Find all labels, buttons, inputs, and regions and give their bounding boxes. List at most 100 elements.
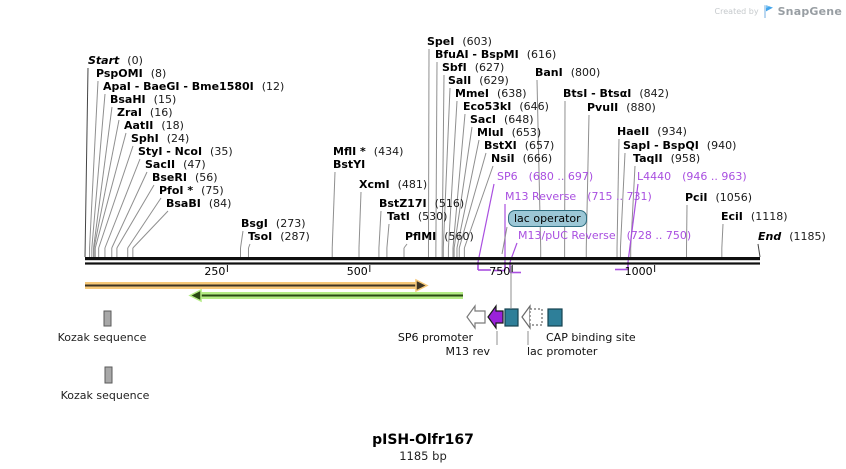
enzyme-label[interactable]: PfoI * (75) [159,184,224,197]
enzyme-name: SbfI [442,61,467,74]
sp6-promoter-label[interactable]: SP6 promoter [397,331,473,344]
cap-binding-site-label[interactable]: CAP binding site [546,331,636,344]
ruler-number: 500 [346,265,368,278]
enzyme-position: (616) [526,48,557,61]
enzyme-connector [89,80,99,249]
enzyme-label[interactable]: BanI(800) [535,66,600,79]
enzyme-label[interactable]: BsaBI(84) [166,197,231,210]
kozak-sequence-glyph[interactable] [103,310,112,327]
enzyme-label[interactable]: ZraI(16) [117,106,173,119]
enzyme-label[interactable]: BstZ17I(516) [379,197,464,210]
enzyme-label[interactable]: HaeII(934) [617,125,687,138]
lac-promoter-label[interactable]: lac promoter [527,345,598,358]
enzyme-connector [458,152,487,249]
enzyme-connector [127,197,162,249]
enzyme-name: SpeI [427,35,455,48]
enzyme-name: PfoI * [159,184,194,197]
enzyme-position: (958) [670,152,701,165]
enzyme-label[interactable]: PflMI (560) [405,230,474,243]
enzyme-label[interactable]: BstXI(657) [484,139,554,152]
m13-rev-glyph[interactable] [487,304,504,330]
cap-binding-site-glyph[interactable] [547,308,563,327]
enzyme-position: (287) [280,230,310,243]
enzyme-label[interactable]: BsaHI(15) [110,93,176,106]
enzyme-label[interactable]: TaqII (958) [633,152,700,165]
enzyme-connector [456,139,480,249]
enzyme-label[interactable]: Start(0) [88,54,143,67]
kozak-sequence-label[interactable]: Kozak sequence [57,331,147,344]
primer-name: SP6 [497,170,518,183]
enzyme-connector [331,171,336,249]
lac-promoter-glyph[interactable] [529,308,543,326]
enzyme-label[interactable]: BfuAI - BspMI(616) [435,48,556,61]
primer-range: (946 .. 963) [682,170,747,183]
enzyme-label[interactable]: PciI(1056) [685,191,752,204]
enzyme-label[interactable]: SbfI(627) [442,61,504,74]
enzyme-label[interactable]: StyI - NcoI(35) [138,145,233,158]
enzyme-connector [442,87,451,249]
enzyme-connector [619,152,626,249]
enzyme-label[interactable]: XcmI(481) [359,178,427,191]
enzyme-label[interactable]: ApaI - BaeGI - Bme1580I(12) [103,80,284,93]
primer-label[interactable]: SP6(680 .. 697) [497,170,593,183]
enzyme-label[interactable]: PspOMI(8) [96,67,166,80]
enzyme-label[interactable]: BtsI - BtsαI(842) [563,87,669,100]
enzyme-label[interactable]: SacII(47) [145,158,206,171]
enzyme-label[interactable]: AatII(18) [124,119,184,132]
lac-operator-connector [501,226,508,255]
sequence-line[interactable] [85,257,760,261]
sequence-line[interactable] [85,262,760,265]
enzyme-label[interactable]: SphI(24) [131,132,189,145]
enzyme-position: (653) [511,126,542,139]
enzyme-name: Eco53kI [463,100,512,113]
enzyme-position: (560) [444,230,474,243]
enzyme-label[interactable]: NsiI(666) [491,152,552,165]
enzyme-position: (603) [462,35,492,48]
enzyme-name: MflI * [333,145,366,158]
snapgene-brand-text: SnapGene [777,5,842,18]
enzyme-label[interactable]: BsgI(273) [241,217,306,230]
enzyme-position: (75) [201,184,224,197]
kozak-sequence-glyph[interactable] [104,366,113,384]
kozak-sequence-label[interactable]: Kozak sequence [60,389,150,402]
lac-operator-glyph[interactable] [504,308,519,327]
primer-label[interactable]: M13 Reverse(715 .. 731) [505,190,652,203]
orf-arrow-reverse-head[interactable] [188,288,202,303]
enzyme-label[interactable]: MflI *(434)BstYI [333,145,403,171]
enzyme-position: (18) [161,119,184,132]
enzyme-name: SacI [470,113,496,126]
enzyme-name: End [758,230,782,243]
enzyme-label[interactable]: SalI(629) [448,74,509,87]
lac-promoter-glyph[interactable] [521,304,531,330]
enzyme-name: SalI [448,74,472,87]
lac-operator-label[interactable]: lac operator [508,210,587,227]
enzyme-label[interactable]: MluI(653) [477,126,541,139]
enzyme-label[interactable]: TsoI(287) [248,230,310,243]
enzyme-connector [463,165,494,249]
enzyme-connector [403,243,408,249]
enzyme-label[interactable]: SapI - BspQI(940) [623,139,736,152]
enzyme-connector [452,113,466,249]
enzyme-label[interactable]: SacI(648) [470,113,534,126]
enzyme-label[interactable]: SpeI (603) [427,35,492,48]
enzyme-name: TaqII [633,152,663,165]
m13-rev-label[interactable]: M13 rev [445,345,490,358]
sp6-promoter-glyph[interactable] [466,304,486,330]
primer-range: (728 .. 750) [626,229,692,242]
enzyme-position: (56) [194,171,218,184]
enzyme-label[interactable]: PvuII(880) [587,101,656,114]
enzyme-position: (880) [626,101,656,114]
enzyme-name: StyI - NcoI [138,145,203,158]
enzyme-label[interactable]: MmeI(638) [455,87,527,100]
primer-label[interactable]: M13/pUC Reverse(728 .. 750) [518,229,691,242]
enzyme-name: PciI [685,191,708,204]
enzyme-label[interactable]: TatI(530) [387,210,447,223]
enzyme-label[interactable]: End(1185) [758,230,826,243]
enzyme-label[interactable]: EciI(1118) [721,210,787,223]
enzyme-label[interactable]: BseRI(56) [152,171,218,184]
orf-arrow-forward-head[interactable] [415,278,429,293]
enzyme-name: PflMI [405,230,437,243]
primer-label[interactable]: L4440(946 .. 963) [637,170,747,183]
enzyme-label[interactable]: Eco53kI(646) [463,100,549,113]
